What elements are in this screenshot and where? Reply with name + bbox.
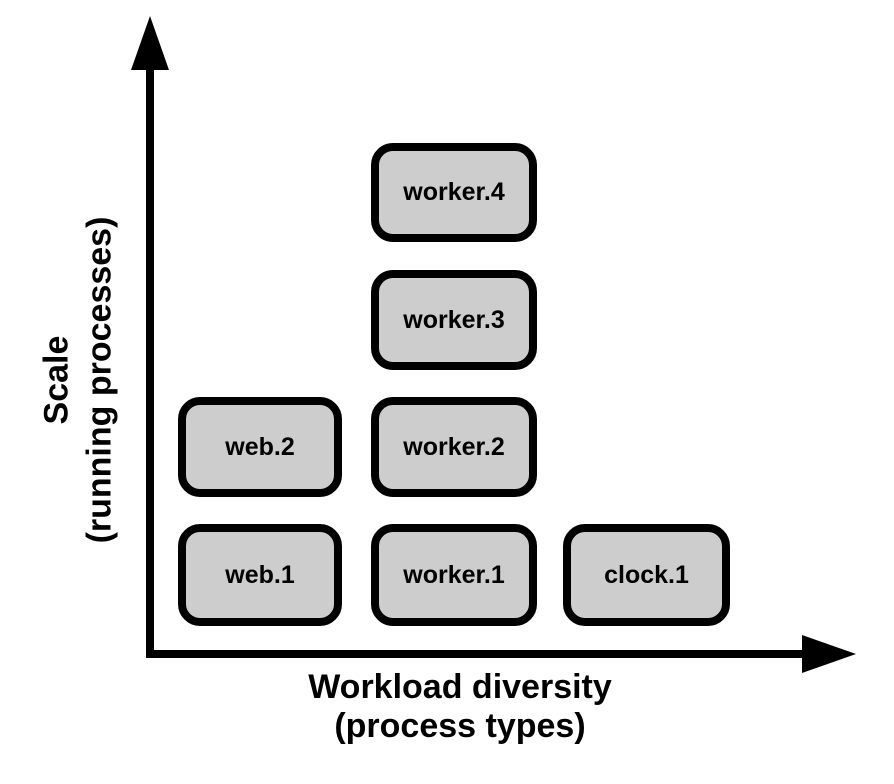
process-box-worker-3: worker.3 [371,270,537,370]
process-box-web-1: web.1 [178,524,342,626]
x-axis-label: Workload diversity (process types) [160,668,760,746]
y-axis-arrowhead-icon [131,16,169,70]
x-axis-arrowhead-icon [802,635,856,673]
process-box-worker-4: worker.4 [371,143,537,242]
process-box-clock-1: clock.1 [563,524,730,626]
x-axis-label-line2: (process types) [334,707,586,746]
y-axis-label-line1: Scale [37,335,76,425]
y-axis-label: Scale (running processes) [36,217,121,544]
process-box-worker-1: worker.1 [371,524,537,626]
x-axis-label-line1: Workload diversity [308,668,612,706]
process-box-web-2: web.2 [178,397,342,497]
y-axis-line [146,55,154,658]
y-axis-label-line2: (running processes) [80,216,118,544]
x-axis-line [146,650,808,658]
process-box-worker-2: worker.2 [371,397,537,497]
